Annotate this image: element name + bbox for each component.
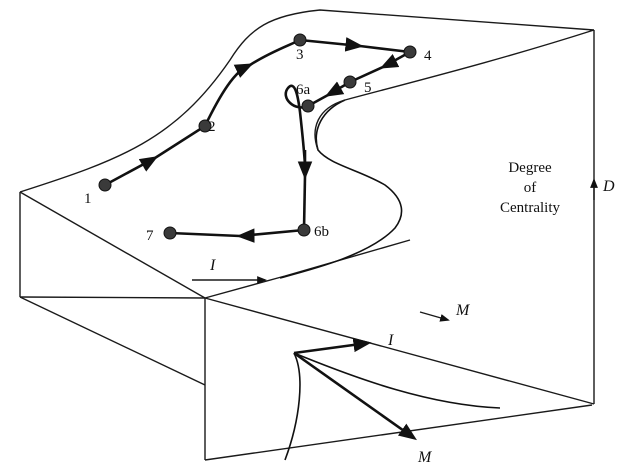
lower-m-label: M	[417, 449, 433, 465]
node-6a	[301, 99, 315, 113]
box-floor-right-edge	[204, 297, 595, 405]
path-6a-loop	[284, 84, 309, 166]
fold-inner-upper	[314, 99, 346, 151]
node-6b	[297, 223, 311, 237]
node-1	[98, 178, 112, 192]
lower-i-arrow	[293, 337, 372, 355]
box-mid-left-edge	[19, 296, 206, 299]
bifurcation-set-left	[284, 352, 301, 461]
node-5	[343, 75, 357, 89]
node-label-6b: 6b	[314, 224, 329, 240]
d-axis-symbol: D	[602, 178, 615, 195]
upper-m-arrow	[419, 311, 450, 322]
upper-i-label: I	[209, 257, 216, 274]
surface	[19, 9, 595, 279]
trajectory	[104, 37, 411, 243]
node-label-7: 7	[146, 228, 154, 244]
lower-m-arrow	[293, 351, 417, 441]
path-6b-7	[169, 228, 305, 243]
node-labels: 1 2 3 4 5 6a 6b 7	[84, 47, 432, 244]
node-label-3: 3	[296, 47, 304, 63]
lower-projection: I M	[284, 332, 501, 465]
node-label-2: 2	[208, 119, 216, 135]
path-5-6a	[307, 80, 351, 108]
node-label-5: 5	[364, 80, 372, 96]
node-label-4: 4	[424, 48, 432, 64]
lower-i-label: I	[387, 332, 394, 349]
node-7	[163, 226, 177, 240]
d-axis-title-line3: Centrality	[500, 200, 560, 216]
box-frame	[19, 30, 595, 461]
surface-back-edge	[19, 9, 595, 193]
box-top-left-edge	[19, 191, 206, 299]
box-inner-slope	[284, 239, 411, 277]
box-bottom-right-edge	[204, 404, 593, 461]
node-3	[293, 33, 307, 47]
node-4	[403, 45, 417, 59]
box-front-top-edge	[204, 275, 286, 299]
path-6a-6b-lower	[302, 175, 307, 231]
path-3-4	[299, 37, 411, 54]
path-4-5	[349, 50, 411, 84]
upper-m-label: M	[455, 302, 471, 319]
bifurcation-set-right	[293, 352, 501, 409]
d-axis: Degree of Centrality D	[500, 160, 615, 216]
d-axis-title-line1: Degree	[508, 160, 552, 176]
fold-curve	[279, 99, 403, 279]
box-bottom-left-edge	[19, 296, 206, 386]
path-1-2	[104, 124, 206, 187]
path-2-3	[203, 38, 301, 127]
node-label-1: 1	[84, 191, 92, 207]
upper-axes: I M	[192, 257, 471, 322]
surface-right-edge	[344, 29, 595, 101]
node-2	[198, 119, 212, 133]
node-label-6a: 6a	[296, 82, 311, 98]
d-axis-title-line2: of	[524, 180, 537, 196]
nodes	[98, 33, 417, 240]
